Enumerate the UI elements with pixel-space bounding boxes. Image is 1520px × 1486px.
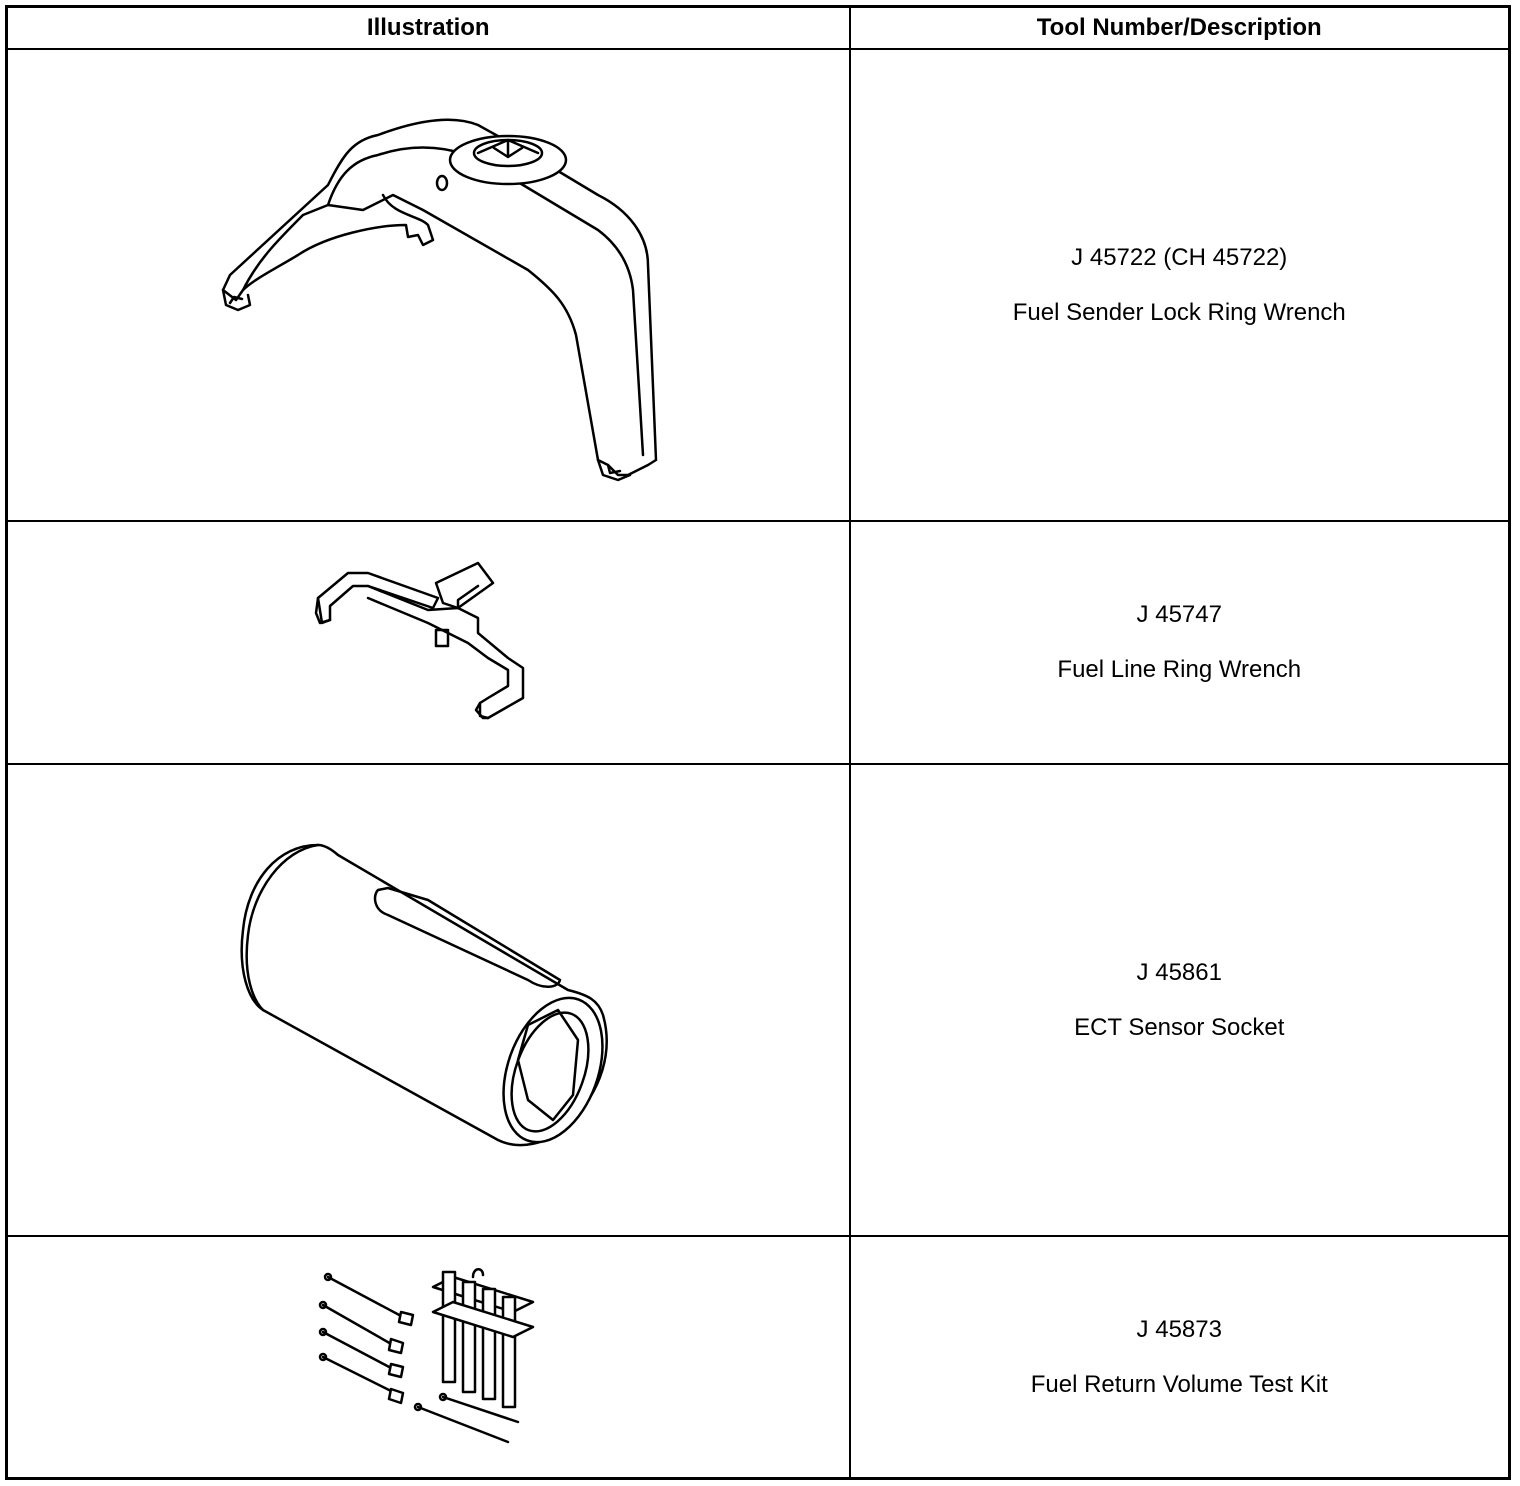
tool-number: J 45747 <box>1136 601 1222 628</box>
description-cell: J 45861 ECT Sensor Socket <box>848 763 1511 1237</box>
description-cell: J 45873 Fuel Return Volume Test Kit <box>848 1235 1511 1480</box>
tool-number: J 45861 <box>1136 958 1222 986</box>
illustration-cell <box>5 1235 851 1480</box>
special-tools-table: Illustration Tool Number/Description <box>5 5 1511 1480</box>
line-ring-wrench-illustration <box>315 561 525 719</box>
illustration-cell <box>5 763 851 1237</box>
illustration-cell <box>5 48 851 522</box>
description-cell: J 45722 (CH 45722) Fuel Sender Lock Ring… <box>848 48 1511 522</box>
illustration-cell <box>5 520 851 765</box>
table-row: J 45861 ECT Sensor Socket <box>5 763 1511 1237</box>
table-row: J 45747 Fuel Line Ring Wrench <box>5 520 1511 765</box>
description-cell: J 45747 Fuel Line Ring Wrench <box>848 520 1511 765</box>
tool-number: J 45873 <box>1136 1315 1222 1343</box>
tool-description: ECT Sensor Socket <box>1074 1013 1285 1041</box>
tool-description: Fuel Return Volume Test Kit <box>1030 1370 1328 1398</box>
sensor-socket-illustration <box>240 843 609 1147</box>
illustration-header: Illustration <box>5 5 851 50</box>
lock-ring-wrench-illustration <box>222 118 658 482</box>
tool-description: Fuel Sender Lock Ring Wrench <box>1012 298 1346 326</box>
table-row: J 45873 Fuel Return Volume Test Kit <box>5 1235 1511 1480</box>
tool-description: Fuel Line Ring Wrench <box>1057 656 1302 683</box>
table-row: J 45722 (CH 45722) Fuel Sender Lock Ring… <box>5 48 1511 522</box>
test-kit-illustration <box>319 1268 535 1444</box>
description-header: Tool Number/Description <box>848 5 1511 50</box>
header-row: Illustration Tool Number/Description <box>5 5 1511 50</box>
tool-number: J 45722 (CH 45722) <box>1071 243 1288 271</box>
